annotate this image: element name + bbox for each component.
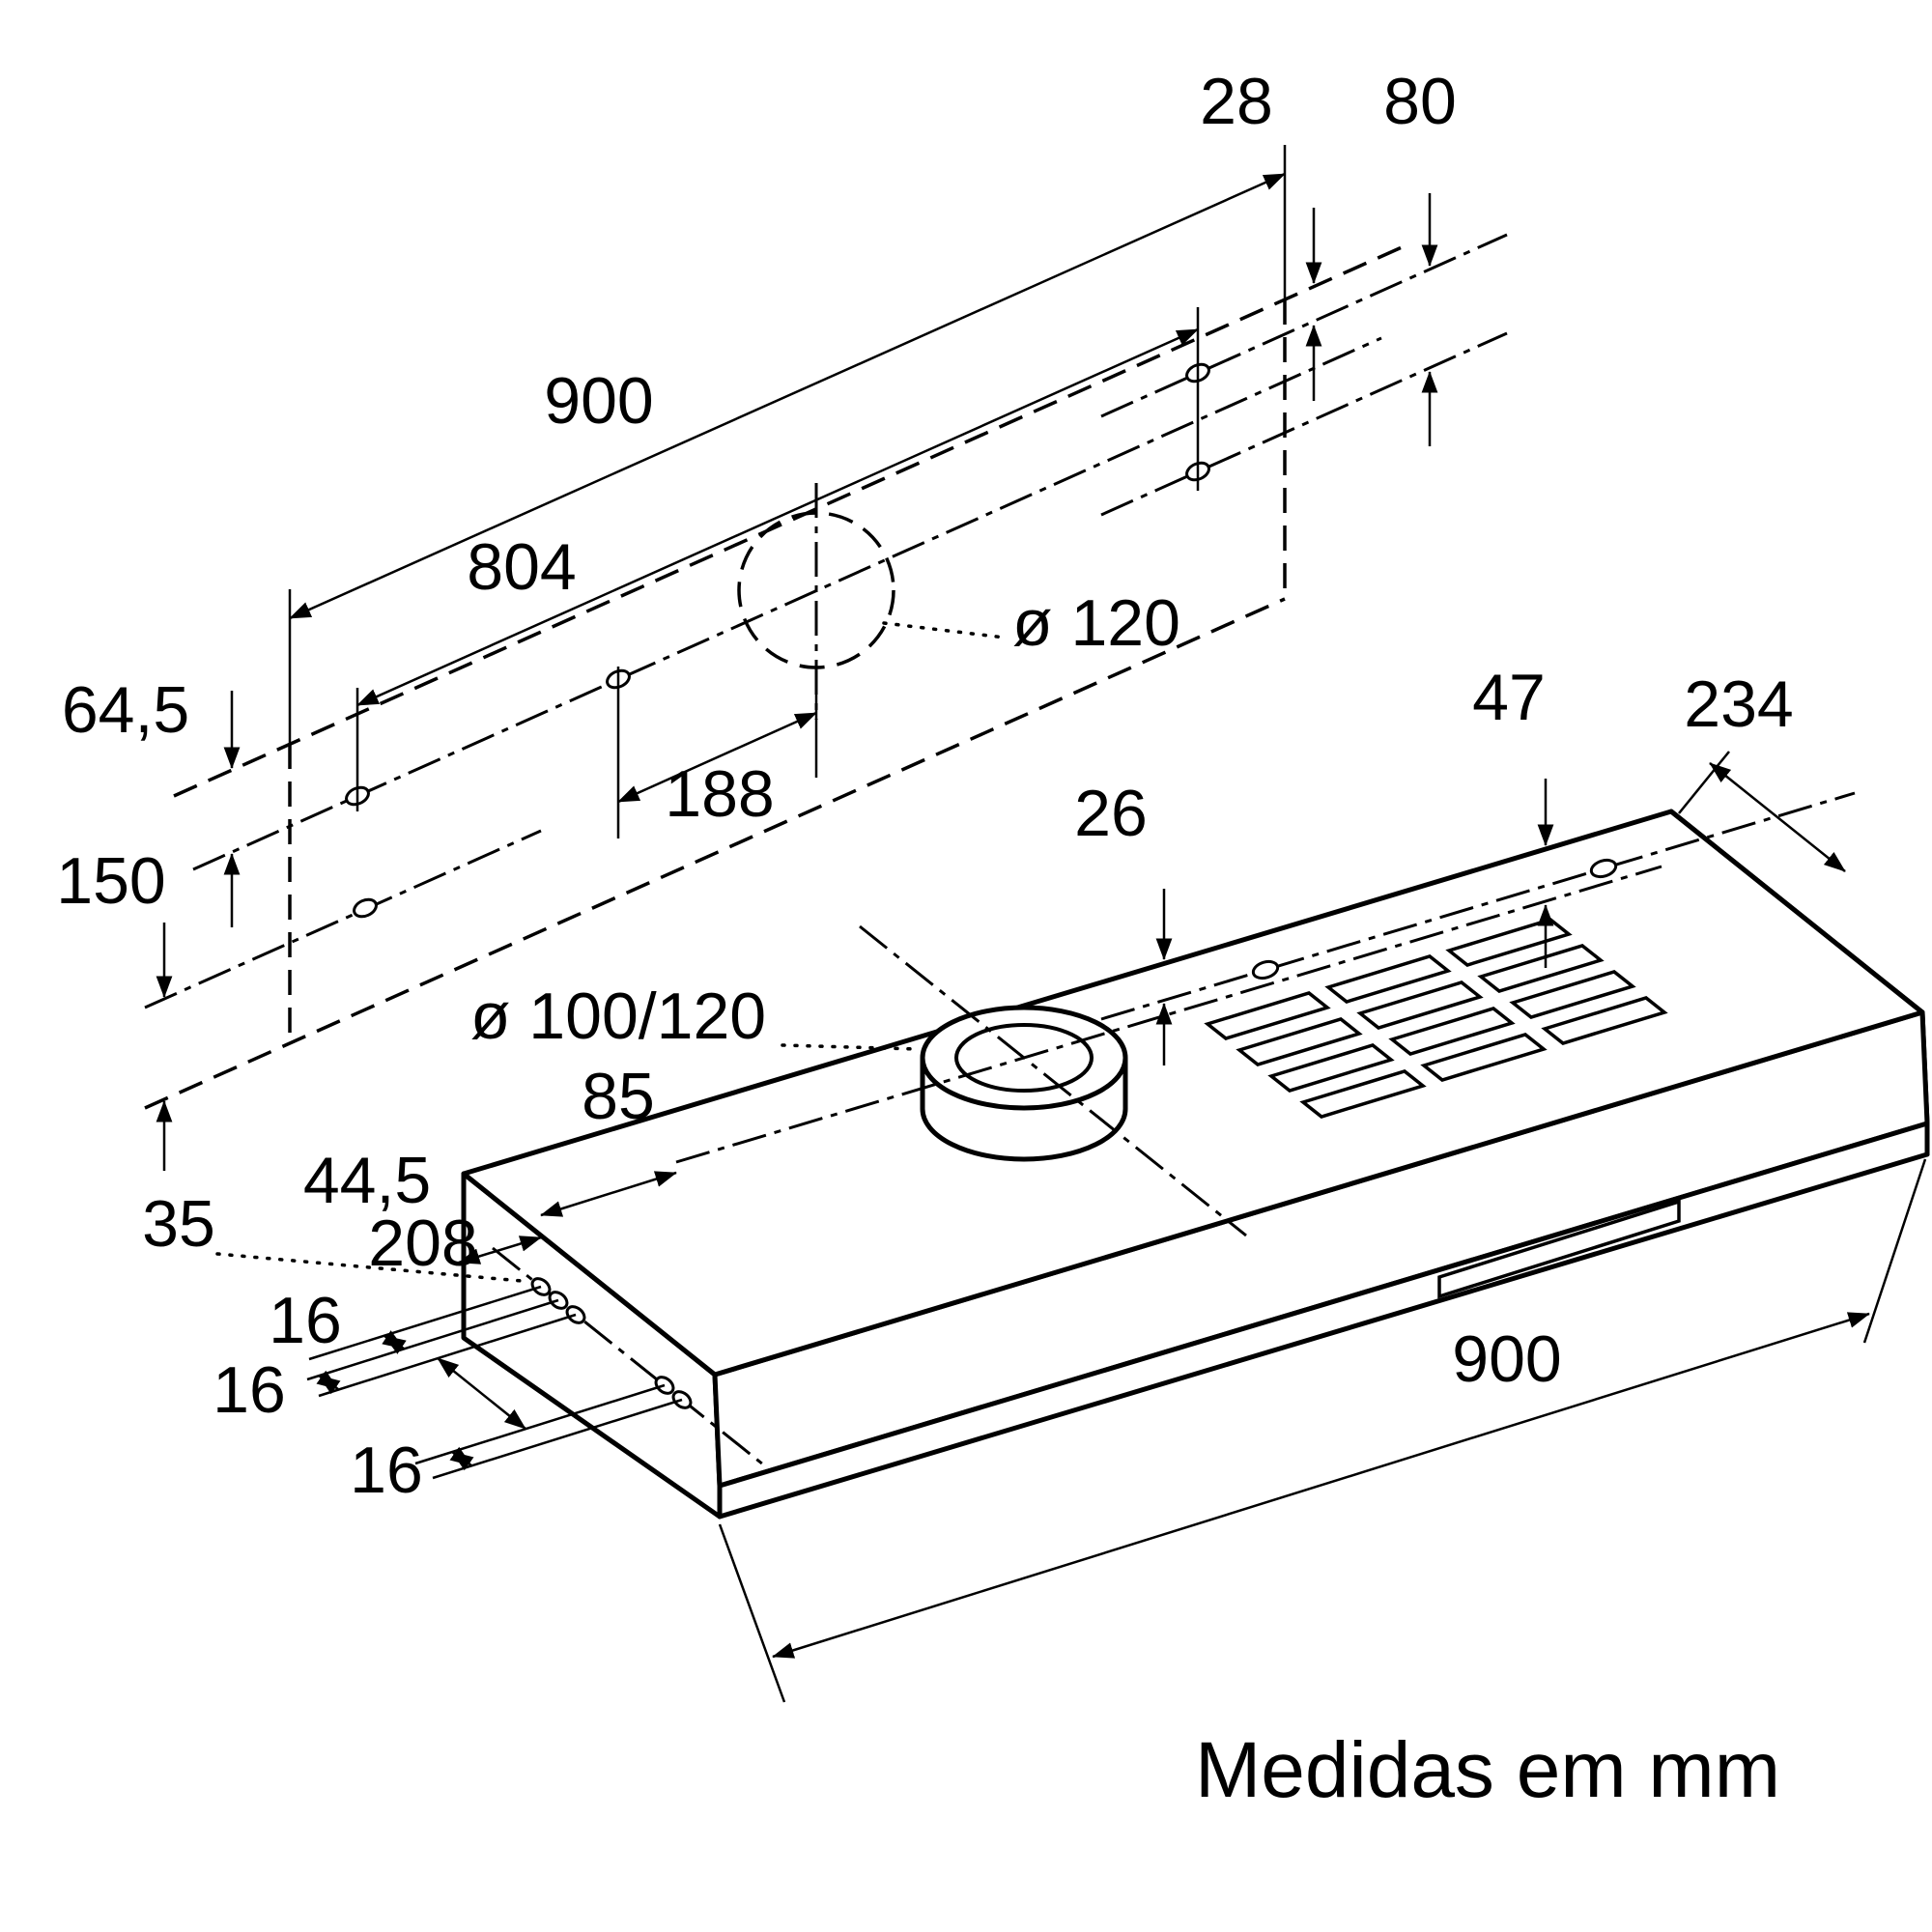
mounting-template-drawing: 900 804 28 80 ø 120 64,5 188 150 (56, 65, 1508, 1171)
dim-label-hole-top-offset: 28 (1200, 65, 1273, 138)
vent-slat (1324, 954, 1452, 1004)
dim-label-top-to-centerline: 64,5 (62, 673, 189, 747)
dim-line-804 (356, 327, 1199, 707)
vent-slat (1420, 1033, 1548, 1082)
extension-line (306, 1298, 559, 1381)
extension-line (318, 1313, 577, 1398)
dim-label-template-width: 900 (544, 364, 653, 438)
extension-line (718, 1523, 786, 1703)
slot-width-leader (215, 1252, 524, 1283)
dim-line-234 (1709, 762, 1846, 872)
rear-screw-hole (1251, 959, 1280, 980)
dim-label-hole-pair-spacing: 80 (1383, 65, 1457, 138)
vent-slat (1509, 970, 1636, 1019)
collar-depth-centerline (859, 924, 1247, 1237)
screw-centerline (192, 336, 1382, 871)
duct-diameter-leader (882, 621, 1007, 639)
hood-duct-diameter-leader (781, 1043, 920, 1051)
extension-line (1678, 751, 1730, 814)
dim-line-44-5 (458, 1236, 542, 1264)
extension-line (308, 1285, 542, 1361)
vent-slat (1445, 918, 1573, 967)
collar-width-centerline (675, 865, 1662, 1164)
dim-label-hole-gap2: 16 (213, 1353, 286, 1427)
dim-label-hole-group-span: 208 (368, 1207, 477, 1280)
dim-label-depth-to-hole: 234 (1684, 668, 1793, 741)
rear-screw-hole (1589, 858, 1618, 879)
dim-label-rear-edge-offset: 47 (1472, 661, 1546, 734)
vent-slat (1267, 1043, 1395, 1093)
units-caption: Medidas em mm (1195, 1726, 1780, 1814)
vent-slat (1204, 991, 1331, 1040)
dim-label-lower-height: 150 (56, 844, 165, 918)
handle-strip (1437, 1199, 1681, 1299)
dim-line-188 (617, 711, 817, 804)
extension-line (1862, 1158, 1927, 1344)
vent-slat (1541, 996, 1668, 1045)
dim-line-900 (289, 172, 1286, 620)
vent-slat (1236, 1017, 1363, 1066)
dim-line-16c (449, 1446, 474, 1471)
dim-label-hood-width: 900 (1452, 1322, 1561, 1396)
vent-slat (1477, 944, 1605, 993)
dim-label-hole-span: 804 (467, 530, 576, 604)
screw-hole (353, 897, 378, 919)
vent-slat (1299, 1069, 1427, 1119)
dim-label-hole-gap1: 16 (269, 1284, 342, 1357)
lower-left-hole-centerline (144, 829, 542, 1009)
dim-line-16b (316, 1370, 341, 1395)
dim-label-duct-diameter: ø 120 (1012, 586, 1180, 660)
vent-slat (1356, 980, 1484, 1030)
dim-line-16a (382, 1330, 407, 1354)
dim-label-duct-to-hole: 188 (665, 757, 774, 831)
dim-line-85 (540, 1171, 677, 1217)
extension-line (432, 1398, 683, 1480)
dim-label-rear-hole-inset: 26 (1074, 777, 1148, 850)
vent-slat (1388, 1007, 1516, 1056)
hood-isometric-drawing: 26 47 234 ø 100/120 85 44,5 35 208 16 16… (142, 661, 1930, 1703)
dim-line-900 (772, 1312, 1870, 1659)
dim-label-slot-width: 35 (142, 1187, 215, 1261)
dim-label-hood-duct-diameter: ø 100/120 (470, 980, 766, 1053)
right-hole2-centerline (1100, 331, 1508, 517)
dim-label-edge-to-hole-far: 85 (582, 1060, 655, 1133)
right-hole1-centerline (1100, 233, 1508, 418)
dim-line-208 (437, 1357, 526, 1430)
dim-label-edge-to-hole-near: 44,5 (303, 1144, 431, 1217)
dim-label-hole-gap3: 16 (350, 1434, 423, 1507)
template-top-edge (173, 242, 1411, 798)
